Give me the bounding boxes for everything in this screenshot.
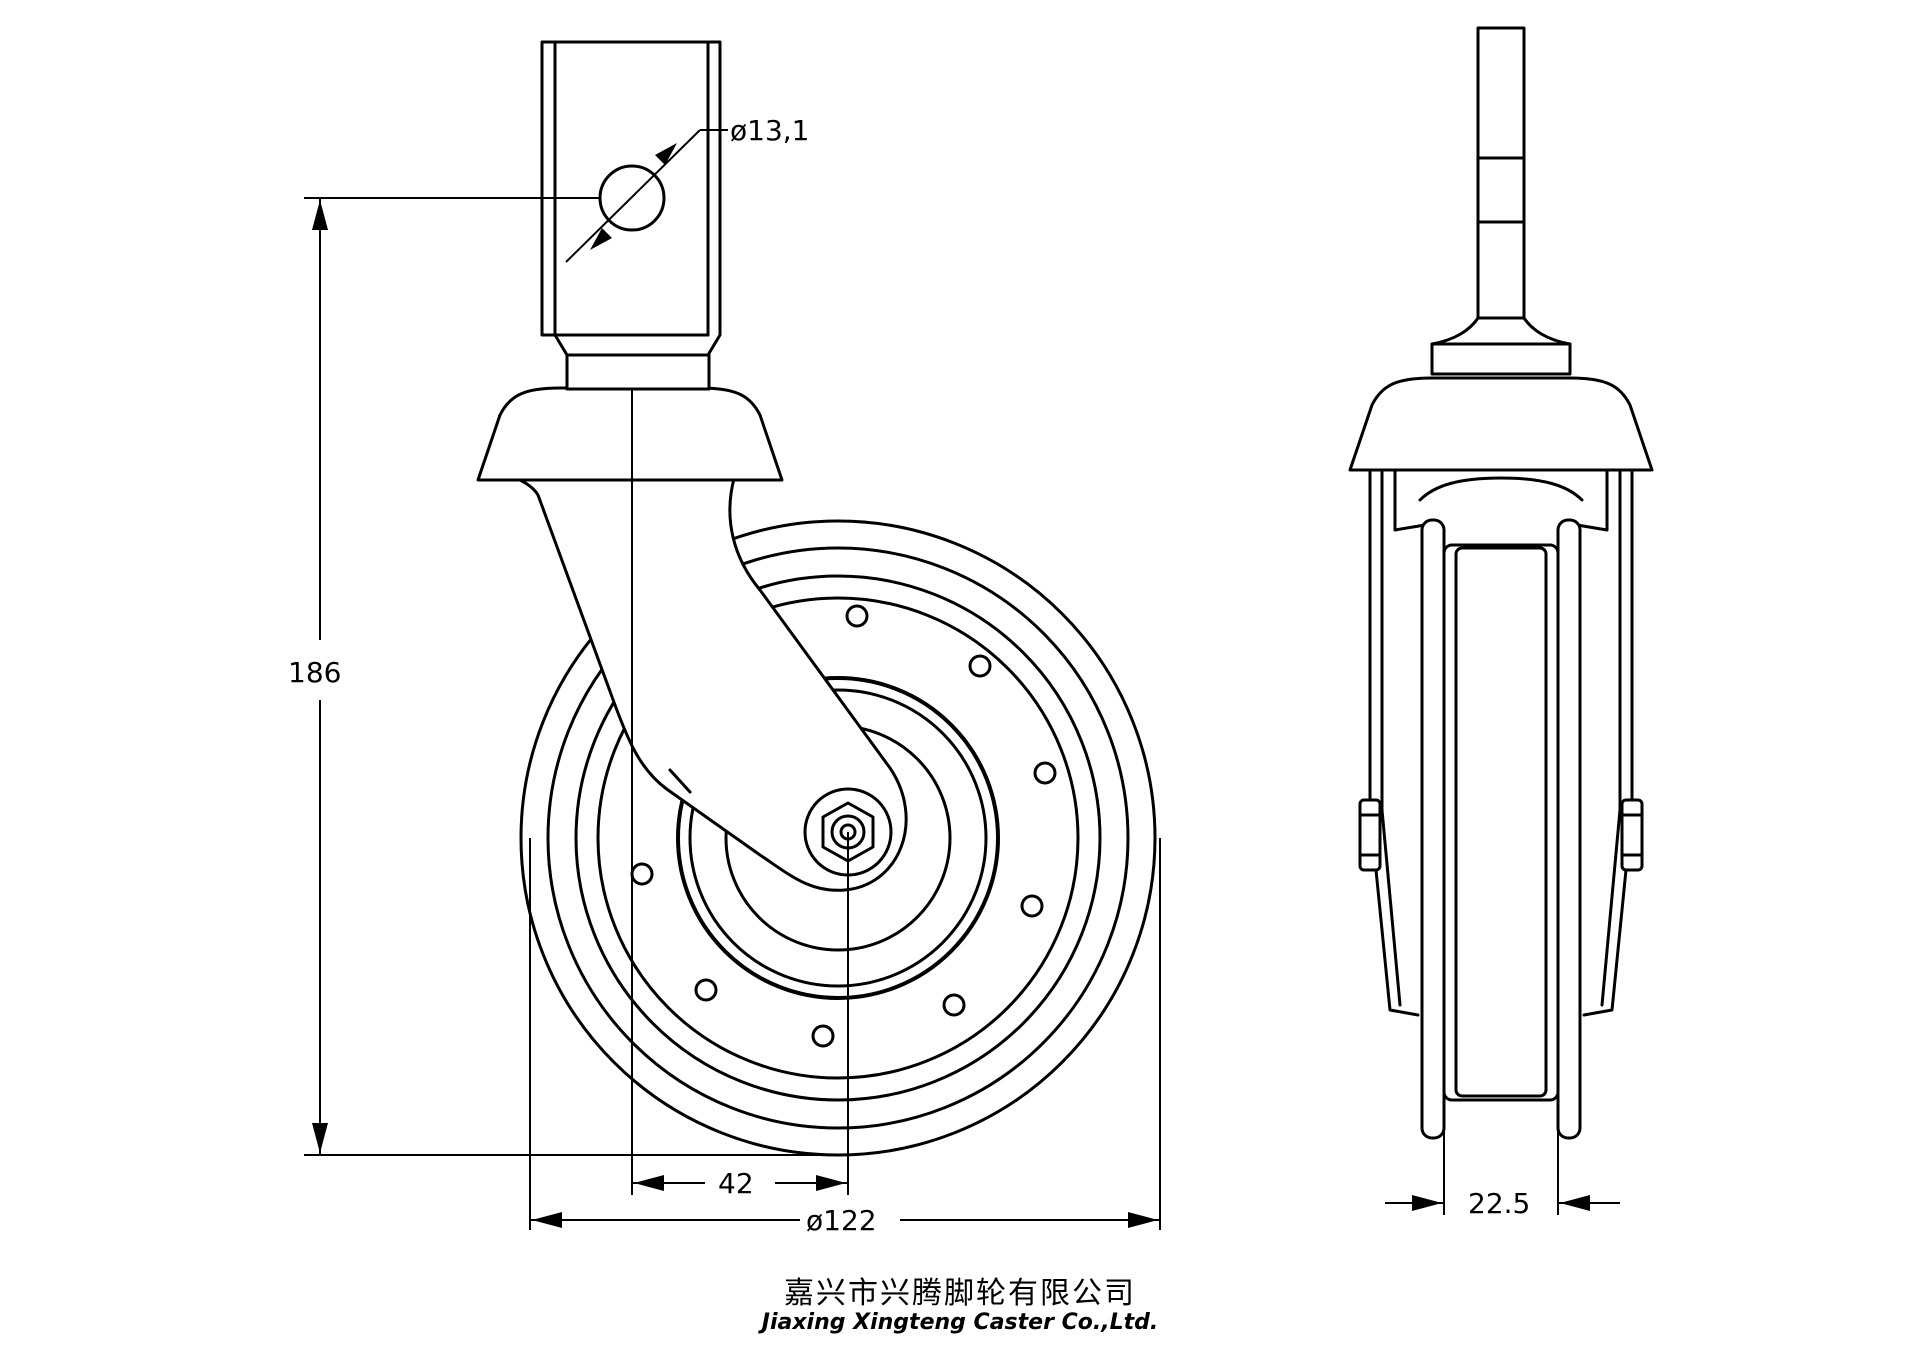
dim-wheel-width-label: 22.5 bbox=[1468, 1187, 1530, 1220]
dim-offset-label: 42 bbox=[718, 1167, 754, 1200]
fork-arm bbox=[508, 473, 908, 892]
side-view bbox=[1348, 26, 1654, 1140]
wheel-bolt-holes bbox=[630, 604, 1057, 1048]
front-view bbox=[476, 40, 1157, 1157]
dim-wheel-diameter-label: ø122 bbox=[806, 1204, 877, 1237]
company-name-english: Jiaxing Xingteng Caster Co.,Ltd. bbox=[761, 1310, 1159, 1335]
stem-neck bbox=[565, 353, 711, 391]
dim-pin-hole-label: ø13,1 bbox=[730, 114, 809, 147]
company-name-chinese: 嘉兴市兴腾脚轮有限公司 bbox=[784, 1276, 1136, 1311]
dim-height-label: 186 bbox=[288, 656, 341, 689]
swivel-cap bbox=[476, 386, 784, 482]
dimensions: ø13,1 186 42 ø122 22.5 bbox=[288, 114, 1620, 1237]
